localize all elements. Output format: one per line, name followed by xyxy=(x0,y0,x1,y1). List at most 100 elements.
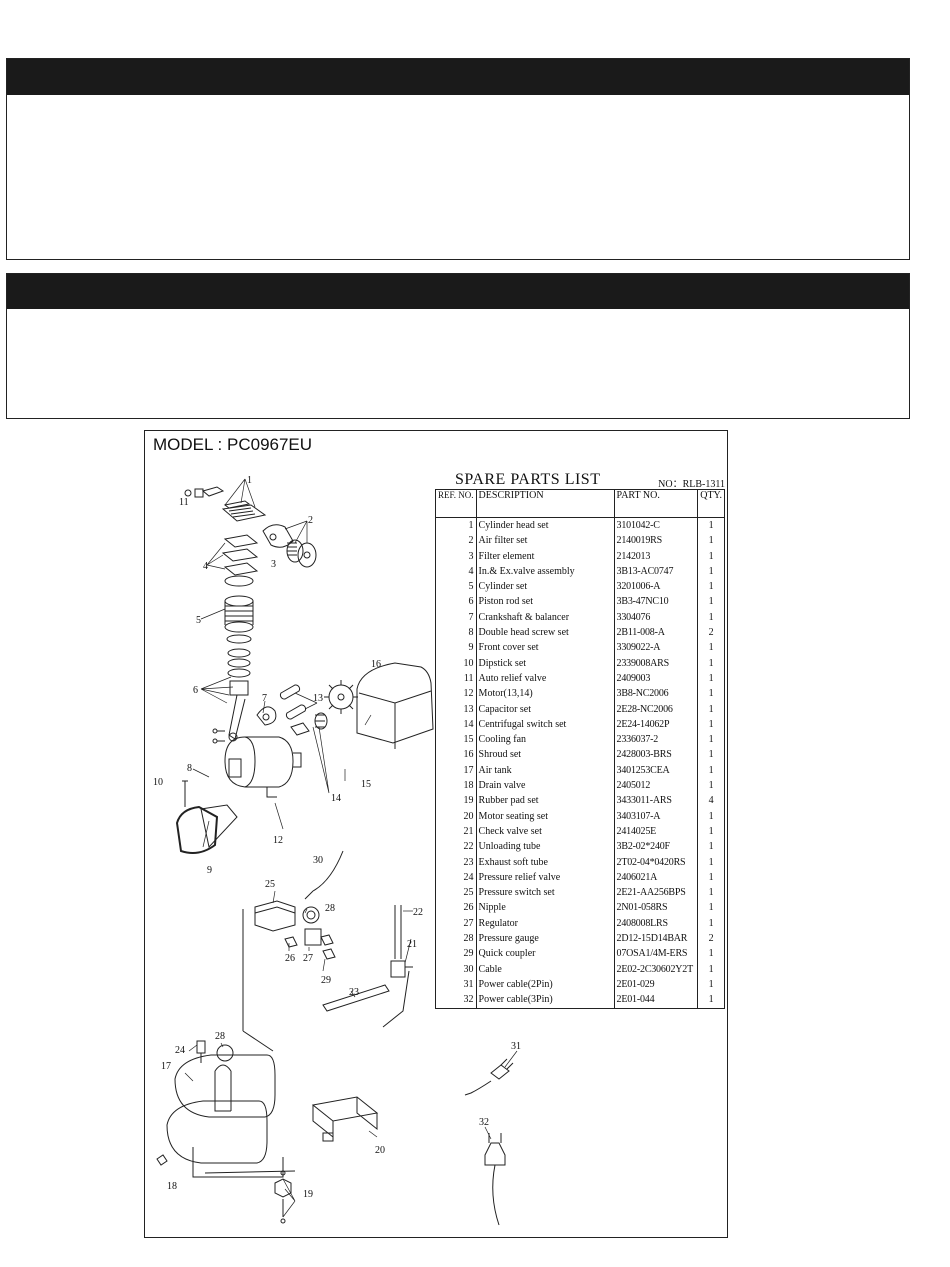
header-qty: QTY. xyxy=(697,489,725,518)
cell-ref: 11 xyxy=(435,670,477,687)
callout: 24 xyxy=(175,1045,185,1056)
cell-part-no: 3304076 xyxy=(613,609,699,626)
cell-qty: 1 xyxy=(697,686,725,702)
callout: 18 xyxy=(167,1181,177,1192)
cell-qty: 1 xyxy=(697,869,725,886)
valve-assembly-drawing xyxy=(221,534,259,587)
cell-ref: 8 xyxy=(435,625,477,641)
cell-qty: 1 xyxy=(697,732,725,748)
empty-section-top xyxy=(6,58,910,260)
cell-qty: 1 xyxy=(697,823,725,840)
cell-description: Regulator xyxy=(475,915,615,932)
cell-part-no: 2E24-14062P xyxy=(613,716,699,733)
cell-ref: 1 xyxy=(435,517,477,534)
rubber-pad-drawing xyxy=(274,1170,292,1224)
cell-description: Power cable(3Pin) xyxy=(475,992,615,1009)
callout: 7 xyxy=(262,693,267,704)
pressure-switch-drawing xyxy=(254,900,296,932)
callout: 8 xyxy=(187,763,192,774)
cell-qty: 1 xyxy=(697,885,725,901)
cell-part-no: 3B13-AC0747 xyxy=(613,563,699,580)
cell-ref: 26 xyxy=(435,900,477,916)
cell-description: Dipstick set xyxy=(475,655,615,671)
cell-part-no: 2336037-2 xyxy=(613,732,699,748)
crankshaft-drawing xyxy=(256,706,277,726)
cell-qty: 2 xyxy=(697,625,725,641)
callout: 9 xyxy=(207,865,212,876)
cell-description: Air filter set xyxy=(475,533,615,549)
cell-qty: 1 xyxy=(697,854,725,870)
callout: 5 xyxy=(196,615,201,626)
cell-ref: 19 xyxy=(435,793,477,809)
cell-ref: 4 xyxy=(435,563,477,580)
cell-part-no: 3B2-02*240F xyxy=(613,839,699,855)
cell-ref: 25 xyxy=(435,885,477,901)
cell-qty: 4 xyxy=(697,793,725,809)
cell-ref: 29 xyxy=(435,946,477,962)
cell-ref: 6 xyxy=(435,594,477,610)
cell-part-no: 2E01-029 xyxy=(613,976,699,993)
shroud-drawing xyxy=(356,662,434,749)
power-cable-2pin-drawing xyxy=(464,1058,514,1096)
callout: 6 xyxy=(193,685,198,696)
cell-description: Cooling fan xyxy=(475,732,615,748)
callout: 19 xyxy=(303,1189,313,1200)
callout: 1 xyxy=(247,475,252,486)
cell-ref: 16 xyxy=(435,747,477,763)
pressure-relief-valve-drawing xyxy=(196,1040,206,1063)
cell-ref: 27 xyxy=(435,915,477,932)
tank-gauge-drawing xyxy=(216,1044,234,1062)
dipstick-drawing xyxy=(182,780,188,807)
callout: 4 xyxy=(203,561,208,572)
cell-qty: 1 xyxy=(697,778,725,794)
cell-description: Crankshaft & balancer xyxy=(475,609,615,626)
cell-ref: 10 xyxy=(435,655,477,671)
callout: 31 xyxy=(511,1041,521,1052)
callout: 27 xyxy=(303,953,313,964)
callout: 28 xyxy=(215,1031,225,1042)
cell-part-no: 3433011-ARS xyxy=(613,793,699,809)
cell-ref: 7 xyxy=(435,609,477,626)
cell-description: Pressure gauge xyxy=(475,931,615,947)
cell-description: Cylinder set xyxy=(475,579,615,595)
cell-ref: 30 xyxy=(435,961,477,977)
cell-ref: 9 xyxy=(435,640,477,656)
pressure-gauge-drawing xyxy=(302,906,320,924)
callout: 11 xyxy=(179,497,189,508)
header-description: DESCRIPTION xyxy=(475,489,615,518)
cell-part-no: 2339008ARS xyxy=(613,655,699,671)
callout: 32 xyxy=(479,1117,489,1128)
empty-section-middle xyxy=(6,273,910,419)
cell-description: Piston rod set xyxy=(475,594,615,610)
cell-ref: 14 xyxy=(435,716,477,733)
cell-ref: 12 xyxy=(435,686,477,702)
cell-qty: 1 xyxy=(697,716,725,733)
cell-ref: 3 xyxy=(435,548,477,564)
cell-part-no: 2405012 xyxy=(613,778,699,794)
cell-description: Cylinder head set xyxy=(475,517,615,534)
drain-valve-drawing xyxy=(156,1154,168,1166)
cell-qty: 1 xyxy=(697,517,725,534)
cell-part-no: 3309022-A xyxy=(613,640,699,656)
exhaust-tube-drawing xyxy=(322,984,390,1012)
centrifugal-switch-drawing xyxy=(290,712,328,736)
cell-description: Capacitor set xyxy=(475,701,615,717)
cell-qty: 1 xyxy=(697,563,725,580)
cell-description: Motor seating set xyxy=(475,808,615,824)
